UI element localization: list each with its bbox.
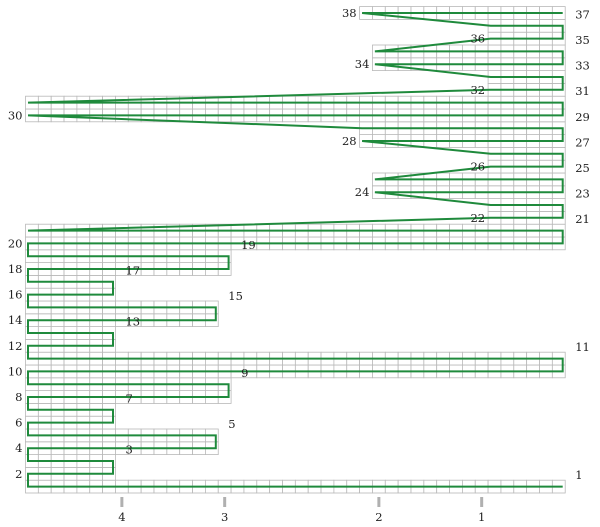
row-label: 2 xyxy=(15,467,22,481)
row-label: 24 xyxy=(355,185,370,199)
row-label: 20 xyxy=(8,236,23,250)
row-label: 15 xyxy=(228,289,243,303)
row-label: 36 xyxy=(470,32,485,46)
row-label: 23 xyxy=(575,187,590,201)
row-label: 17 xyxy=(125,263,140,277)
stitch-path xyxy=(27,12,564,488)
row-label: 14 xyxy=(8,313,23,327)
row-labels: 1234567891011121314151617181920212223242… xyxy=(8,6,590,482)
column-marker-label: 4 xyxy=(118,510,125,524)
row-label: 6 xyxy=(15,416,22,430)
row-label: 27 xyxy=(575,135,590,149)
column-marker-label: 1 xyxy=(478,510,485,524)
row-label: 25 xyxy=(575,161,590,175)
row-label: 4 xyxy=(15,441,22,455)
row-label: 8 xyxy=(15,390,22,404)
row-label: 38 xyxy=(342,6,357,20)
row-label: 7 xyxy=(125,391,132,405)
stitch-path-line xyxy=(27,12,564,488)
row-label: 12 xyxy=(8,339,23,353)
grid-cells xyxy=(25,6,566,494)
row-label: 3 xyxy=(125,443,132,457)
row-label: 5 xyxy=(228,417,235,431)
row-label: 37 xyxy=(575,7,590,21)
column-marker-label: 3 xyxy=(221,510,228,524)
row-label: 1 xyxy=(575,468,582,482)
column-marker-label: 2 xyxy=(375,510,382,524)
row-label: 30 xyxy=(8,108,23,122)
row-label: 28 xyxy=(342,134,357,148)
row-label: 19 xyxy=(241,238,256,252)
row-label: 9 xyxy=(241,366,248,380)
row-label: 29 xyxy=(575,110,590,124)
row-label: 21 xyxy=(575,212,590,226)
row-label: 22 xyxy=(470,211,485,225)
column-markers: 4 3 2 1 xyxy=(118,497,485,524)
row-label: 18 xyxy=(8,262,23,276)
row-label: 31 xyxy=(575,84,590,98)
row-label: 33 xyxy=(575,59,590,73)
row-label: 35 xyxy=(575,33,590,47)
row-label: 32 xyxy=(470,83,485,97)
row-label: 11 xyxy=(575,340,590,354)
row-label: 34 xyxy=(355,57,370,71)
row-label: 10 xyxy=(8,364,23,378)
row-label: 13 xyxy=(125,315,140,329)
row-label: 16 xyxy=(8,288,23,302)
row-label: 26 xyxy=(470,160,485,174)
